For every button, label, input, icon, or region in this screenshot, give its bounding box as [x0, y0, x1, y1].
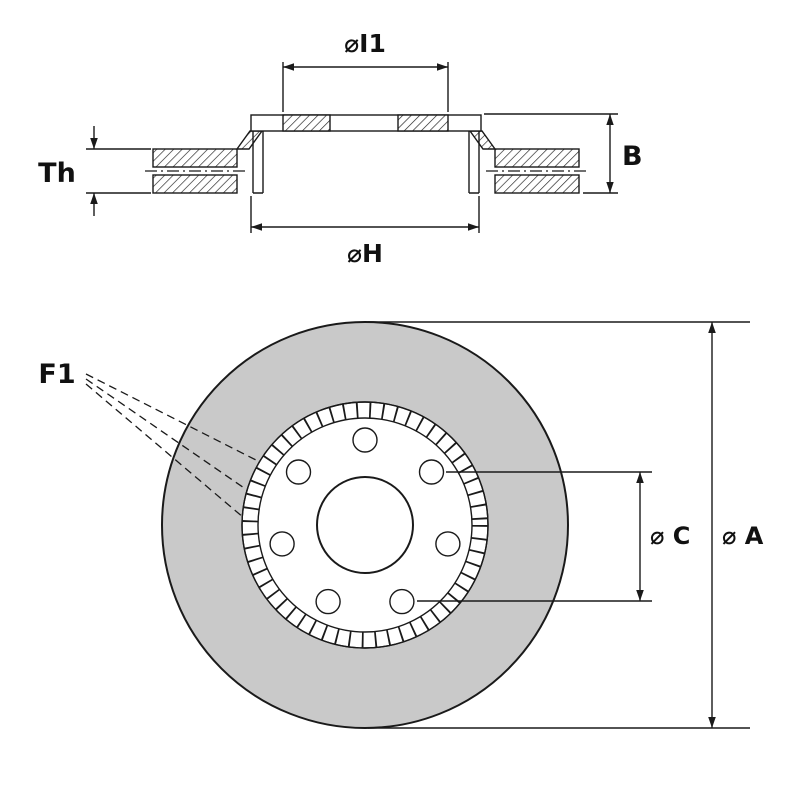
- bolt-hole: [435, 531, 461, 557]
- label-outer-diameter: ⌀ A: [722, 522, 764, 550]
- hat-wall-right: [468, 131, 480, 194]
- friction-ring-right: [494, 148, 580, 194]
- dimension-inner-diameter: ⌀I1: [282, 29, 449, 112]
- label-hat-diameter: ⌀H: [347, 239, 383, 268]
- bolt-hole: [352, 427, 378, 453]
- label-overall-height: B: [622, 141, 643, 172]
- dimension-hat-diameter: ⌀H: [250, 196, 480, 268]
- tick-ring-marks: [242, 402, 488, 648]
- bolt-hole: [269, 531, 295, 557]
- hat-neck-right: [468, 130, 497, 150]
- label-inner-diameter: ⌀I1: [344, 29, 386, 58]
- label-thickness: Th: [38, 158, 76, 189]
- friction-ring-left: [152, 148, 238, 194]
- centre-bore: [316, 476, 414, 574]
- dimension-outer-diameter: ⌀ A: [368, 321, 764, 729]
- dimension-thickness: Th: [38, 126, 151, 216]
- bolt-hole: [285, 459, 312, 485]
- bolt-hole: [315, 588, 341, 615]
- bolt-hole: [389, 588, 415, 615]
- dimension-overall-height: B: [484, 113, 643, 194]
- dimension-pitch-circle-diameter: ⌀ C: [417, 471, 690, 602]
- front-view: F1 ⌀ C ⌀ A: [38, 321, 764, 729]
- bolt-holes: [269, 427, 461, 615]
- hat-wall-left: [252, 131, 264, 194]
- label-pitch-circle-diameter: ⌀ C: [650, 522, 690, 550]
- hat-neck-left: [235, 130, 264, 150]
- bolt-hole: [418, 459, 445, 485]
- cross-section-view: ⌀I1 Th B ⌀H: [38, 29, 642, 268]
- hat-flange-section-left: [282, 114, 331, 132]
- label-fixing-hole: F1: [38, 359, 75, 390]
- callout-fixing-hole: F1: [38, 359, 257, 519]
- tick-ring-outer-edge: [241, 401, 489, 649]
- hat-flange-section-right: [397, 114, 449, 132]
